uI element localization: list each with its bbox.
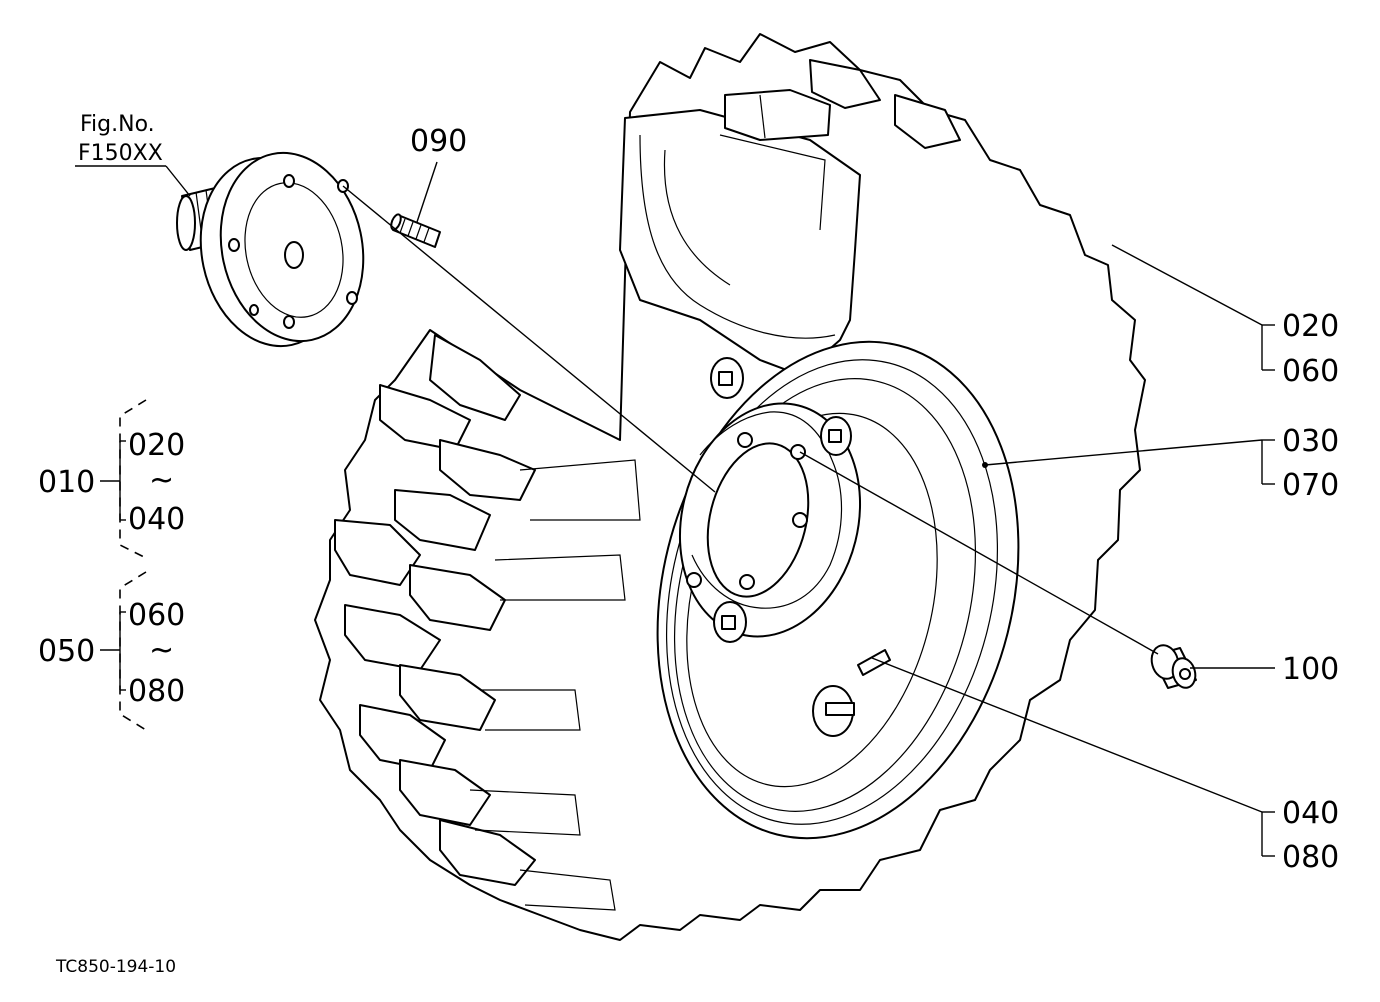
stud-bolt [390, 213, 441, 248]
fig-no-value: F150XX [78, 141, 163, 166]
wheel-nut [1150, 644, 1197, 689]
group-050-tilde: ~ [149, 633, 174, 668]
group-050-from: 060 [128, 598, 185, 633]
callout-090: 090 [410, 124, 467, 159]
fig-no-label: Fig.No. [80, 112, 155, 137]
callout-040: 040 [1282, 796, 1339, 831]
callout-020: 020 [1282, 309, 1339, 344]
group-010-label: 010 [38, 465, 95, 500]
group-010-tilde: ~ [149, 463, 174, 498]
assembly-axis-line [342, 185, 716, 493]
leader-020 [1111, 244, 1263, 326]
leader-090 [416, 161, 438, 223]
leader-lines [75, 161, 1275, 857]
drawing-code: TC850-194-10 [55, 957, 176, 977]
group-010-from: 020 [128, 428, 185, 463]
group-010-to: 040 [128, 502, 185, 537]
leader-040 [871, 657, 1263, 813]
axle-hub-flange [176, 151, 365, 348]
callout-030: 030 [1282, 424, 1339, 459]
callout-060: 060 [1282, 354, 1339, 389]
group-050-to: 080 [128, 674, 185, 709]
group-050-label: 050 [38, 634, 95, 669]
leader-030 [984, 439, 1263, 466]
nut-axis-line [799, 451, 1159, 655]
fig-no-leader [165, 165, 191, 197]
callout-080: 080 [1282, 840, 1339, 875]
leader-030-dot [982, 462, 988, 468]
callout-100: 100 [1282, 652, 1339, 687]
wheel-rim [656, 340, 1020, 840]
callout-070: 070 [1282, 468, 1339, 503]
